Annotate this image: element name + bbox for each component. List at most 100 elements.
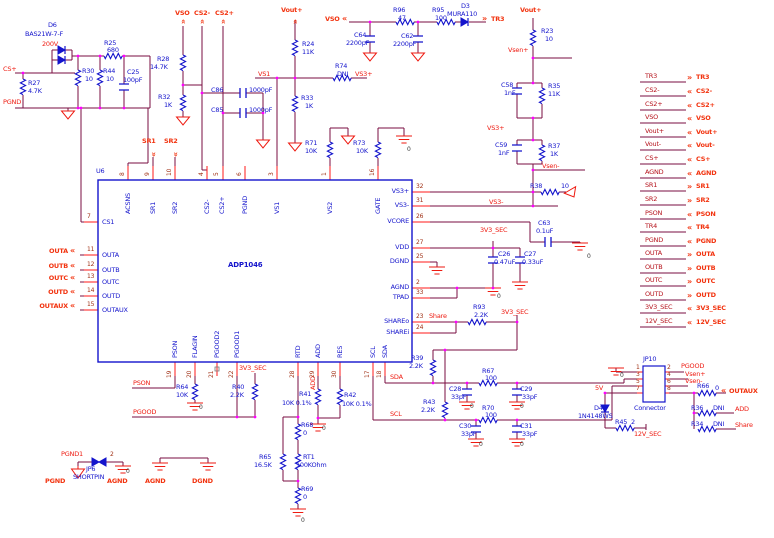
port-arrow-pgnd: « [687, 237, 692, 246]
pin-vs3m: VS3- [394, 201, 409, 209]
pn-20: 20 [186, 370, 193, 378]
net-label-outc: OUTC [645, 276, 663, 284]
pin-cs2p: CS2+ [218, 196, 226, 214]
port-arrow-left-outa: « [70, 246, 75, 255]
pin-pgnd: PGND [241, 195, 249, 214]
connector-name: Connector [634, 404, 666, 412]
ref-r36: R36 [691, 404, 704, 412]
val-r95: 100 [435, 14, 447, 22]
port-left-outa: OUTA [49, 247, 68, 255]
net-add-j: ADD [735, 405, 749, 413]
gz-r41: 0 [322, 425, 326, 432]
ref-r37: R37 [548, 142, 561, 150]
port-arrow-cs2-: « [687, 87, 692, 96]
port-arrow-vout-: « [687, 141, 692, 150]
pn-30: 30 [331, 370, 338, 378]
net-label-vso: VSO [645, 113, 659, 121]
ref-c31: C31 [520, 422, 533, 430]
ref-r64: R64 [176, 383, 189, 391]
port-arrow-outd: » [687, 291, 692, 300]
jp10-p3: 3 [636, 371, 640, 378]
net-12v: 12V_SEC [634, 430, 662, 438]
pin-dgnd: DGND [389, 257, 409, 265]
val-r39: 2.2K [409, 362, 423, 370]
val-r96: 47 [398, 14, 406, 22]
val-d4: 1N4148WS [578, 412, 613, 420]
pin-pgood2: PGOOD2 [213, 330, 221, 358]
port-pson: PSON [696, 210, 716, 218]
net-3v3-a: 3V3_SEC [480, 226, 508, 234]
pn-26: 26 [416, 213, 424, 220]
port-agnd-b: AGND [145, 477, 166, 485]
net-share-a: Share [429, 312, 447, 320]
port-arrow-cs2+: « [687, 101, 692, 110]
ic-part-number: ADP1046 [228, 261, 263, 269]
jp10-p5: 5 [636, 378, 640, 385]
port-sr1-top: SR1 [142, 137, 156, 145]
net-label-sr1: SR1 [645, 181, 658, 189]
val-c29: 33pF [522, 393, 538, 401]
ref-r95: R95 [432, 6, 445, 14]
pin-cs2m: CS2- [203, 199, 211, 214]
port-arrow-sr2: » [687, 196, 692, 205]
port-arrow-vso: « [687, 114, 692, 123]
val-r24: 11K [302, 48, 314, 56]
port-arrow-sr1: » [687, 182, 692, 191]
pn-33: 33 [416, 289, 424, 296]
pin-sr1: SR1 [149, 201, 157, 214]
val-r44: 10 [106, 75, 114, 83]
chev-cs2p-top: « [219, 19, 228, 24]
net-label-vout+: Vout+ [645, 127, 665, 135]
val-r33: 1K [305, 102, 313, 110]
net-cs2p-top: CS2+ [215, 9, 234, 17]
port-arrow-tr3: » [687, 73, 692, 82]
gz-r73: 0 [407, 146, 411, 153]
pin-pgood1: PGOOD1 [233, 330, 241, 358]
pn-15: 15 [87, 301, 95, 308]
ref-r32: R32 [158, 93, 171, 101]
net-label-outd: OUTD [645, 290, 664, 298]
val-r34: DNI [713, 420, 725, 428]
ref-r45: R45 [615, 418, 628, 426]
ref-c62: C62 [401, 32, 414, 40]
ref-r70: R70 [482, 404, 495, 412]
ref-r68: R68 [301, 421, 314, 429]
ref-r96: R96 [393, 6, 406, 14]
pn-22: 22 [228, 370, 235, 378]
pin-outb: OUTB [102, 266, 120, 274]
pn-4: 4 [198, 172, 205, 176]
val-c28: 33pF [451, 393, 467, 401]
port-cs2+: CS2+ [696, 101, 715, 109]
jp10-p8: 8 [667, 385, 671, 392]
net-pgnd1: PGND1 [61, 450, 83, 458]
pn-24: 24 [416, 324, 424, 331]
jp10-p4: 4 [667, 371, 671, 378]
pn-8: 8 [119, 172, 126, 176]
pin-vs3p: VS3+ [391, 187, 410, 195]
val-d6: BAS21W-7-F [25, 30, 64, 38]
pin-sda: SDA [381, 345, 389, 358]
pin-stubs [84, 166, 669, 394]
net-sda: SDA [390, 373, 403, 381]
net-vsenm-j: Vsen- [685, 377, 703, 385]
pn-21: 21 [208, 370, 215, 378]
port-arrow-left-outaux: « [70, 301, 75, 310]
ref-r33: R33 [301, 94, 314, 102]
net-pgood: PGOOD [133, 408, 157, 416]
val-r64: 10K [176, 391, 188, 399]
net-add-v: ADD [309, 376, 317, 390]
ref-jp6: JP6 [86, 465, 96, 473]
net-label-pson: PSON [645, 209, 663, 217]
pn-10: 10 [166, 168, 173, 176]
ref-r27: R27 [28, 79, 41, 87]
ref-c58: C58 [501, 81, 514, 89]
port-sr2: SR2 [696, 196, 710, 204]
port-3v3_sec: 3V3_SEC [696, 304, 726, 312]
pn-17: 17 [364, 370, 371, 378]
val-r67: 100 [485, 374, 497, 382]
ref-c64: C64 [354, 31, 367, 39]
net-label-cs2+: CS2+ [645, 100, 663, 108]
net-vs3p-a: VS3+ [355, 70, 373, 78]
port-outa: OUTA [696, 250, 715, 258]
net-label-outa: OUTA [645, 249, 662, 257]
